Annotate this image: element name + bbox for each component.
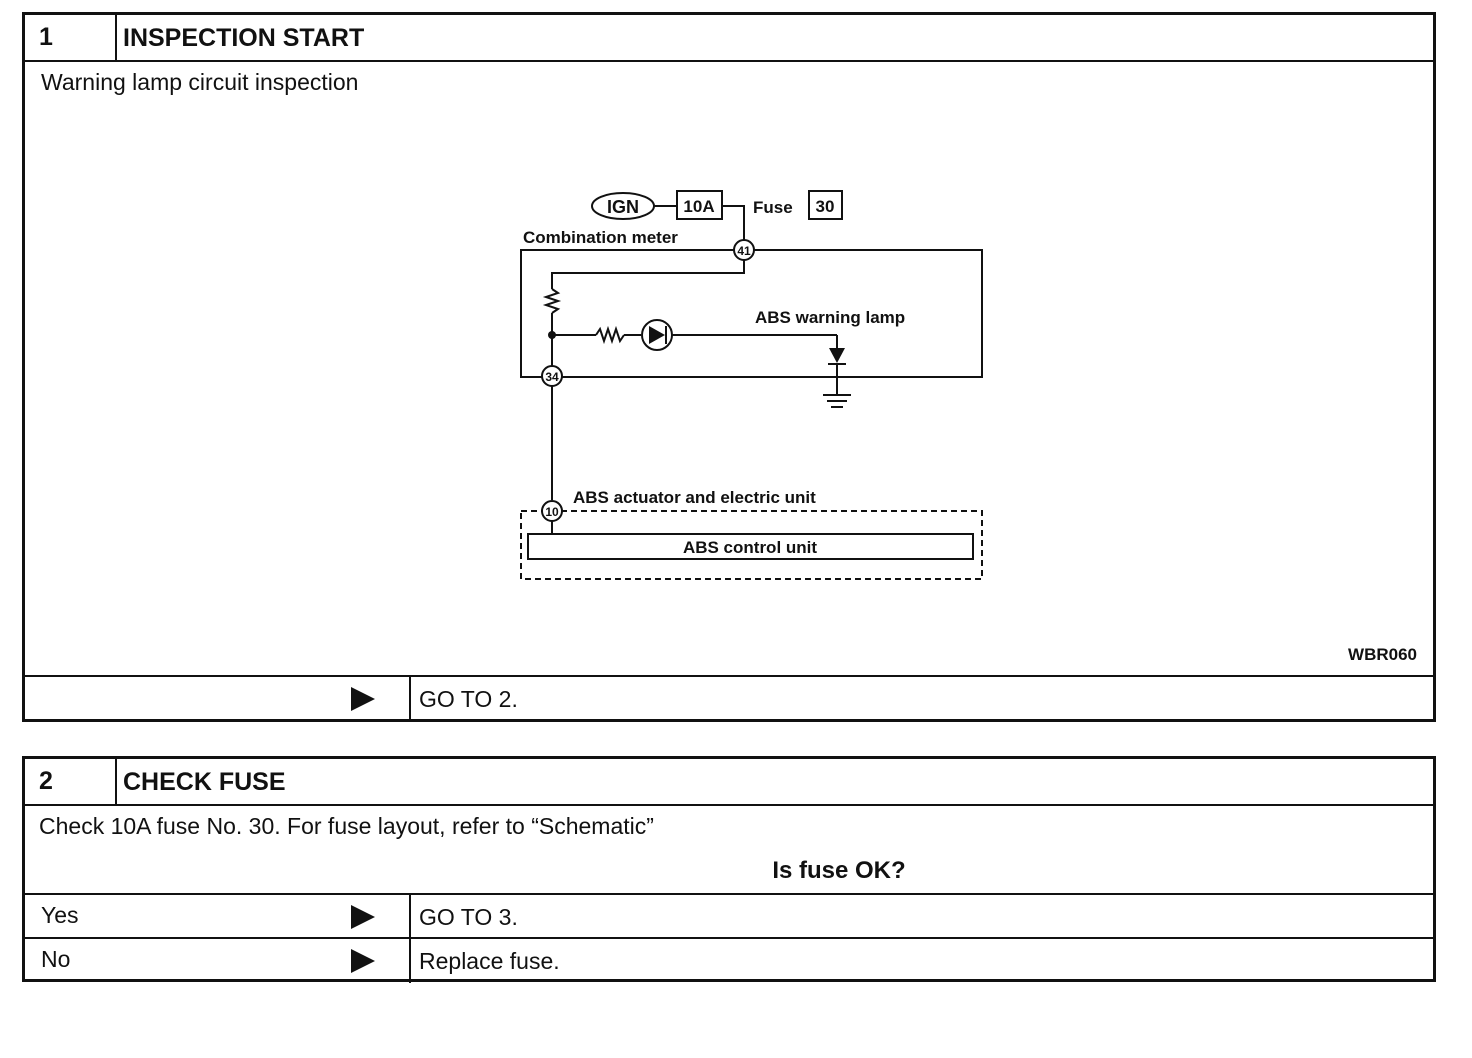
answer-row-no: No Replace fuse. — [25, 937, 1433, 983]
step-1-box: 1 INSPECTION START Warning lamp circuit … — [22, 12, 1436, 722]
step-2-title: CHECK FUSE — [123, 768, 286, 796]
answer-yes-action: GO TO 3. — [419, 904, 518, 930]
fuse-rating-label: 10A — [683, 197, 714, 216]
abs-control-unit-label: ABS control unit — [683, 538, 817, 557]
step-1-result-condition — [25, 677, 411, 721]
step-2-header: 2 CHECK FUSE — [25, 759, 1433, 806]
figure-code: WBR060 — [1348, 645, 1417, 664]
step-2-description: Check 10A fuse No. 30. For fuse layout, … — [39, 813, 654, 839]
answer-yes-text: Yes — [41, 902, 79, 928]
abs-control-unit-box — [527, 533, 974, 560]
resistor-1 — [542, 288, 562, 314]
terminal-10-label: 10 — [545, 505, 559, 519]
step-1-title: INSPECTION START — [123, 24, 365, 52]
step-1-header: 1 INSPECTION START — [25, 15, 1433, 62]
abs-actuator-label: ABS actuator and electric unit — [573, 488, 816, 507]
answer-no-action: Replace fuse. — [419, 948, 560, 974]
step-2-number: 2 — [25, 759, 117, 804]
answer-row-yes: Yes GO TO 3. — [25, 893, 1433, 939]
resistor-2 — [595, 325, 625, 345]
answer-yes-label: Yes — [25, 895, 411, 939]
step-1-number: 1 — [25, 15, 117, 60]
ign-label: IGN — [607, 197, 639, 217]
arrow-icon — [351, 905, 375, 929]
answer-no-label: No — [25, 939, 411, 983]
step-2-box: 2 CHECK FUSE Check 10A fuse No. 30. For … — [22, 756, 1436, 983]
step-1-description: Warning lamp circuit inspection — [41, 69, 359, 95]
ground-symbol — [823, 394, 851, 408]
diode-symbol — [829, 348, 845, 363]
terminal-41-label: 41 — [737, 244, 751, 258]
abs-actuator-box — [520, 510, 983, 580]
warning-lamp-circuit-diagram: IGN 10A Fuse 30 Combination meter 41 ABS… — [520, 190, 983, 580]
combination-meter-box — [520, 249, 983, 378]
step-1-result-row: GO TO 2. — [25, 675, 1433, 721]
answer-no-text: No — [41, 946, 71, 972]
terminal-34-label: 34 — [545, 370, 559, 384]
step-1-result-action: GO TO 2. — [419, 686, 518, 712]
fuse-number-box — [808, 190, 843, 220]
fuse-label: Fuse — [753, 198, 793, 217]
fuse-number-label: 30 — [816, 197, 835, 216]
combination-meter-label: Combination meter — [523, 228, 678, 247]
arrow-icon — [351, 949, 375, 973]
step-2-question: Is fuse OK? — [772, 857, 906, 884]
abs-warning-lamp-label: ABS warning lamp — [755, 308, 905, 327]
arrow-icon — [351, 687, 375, 711]
